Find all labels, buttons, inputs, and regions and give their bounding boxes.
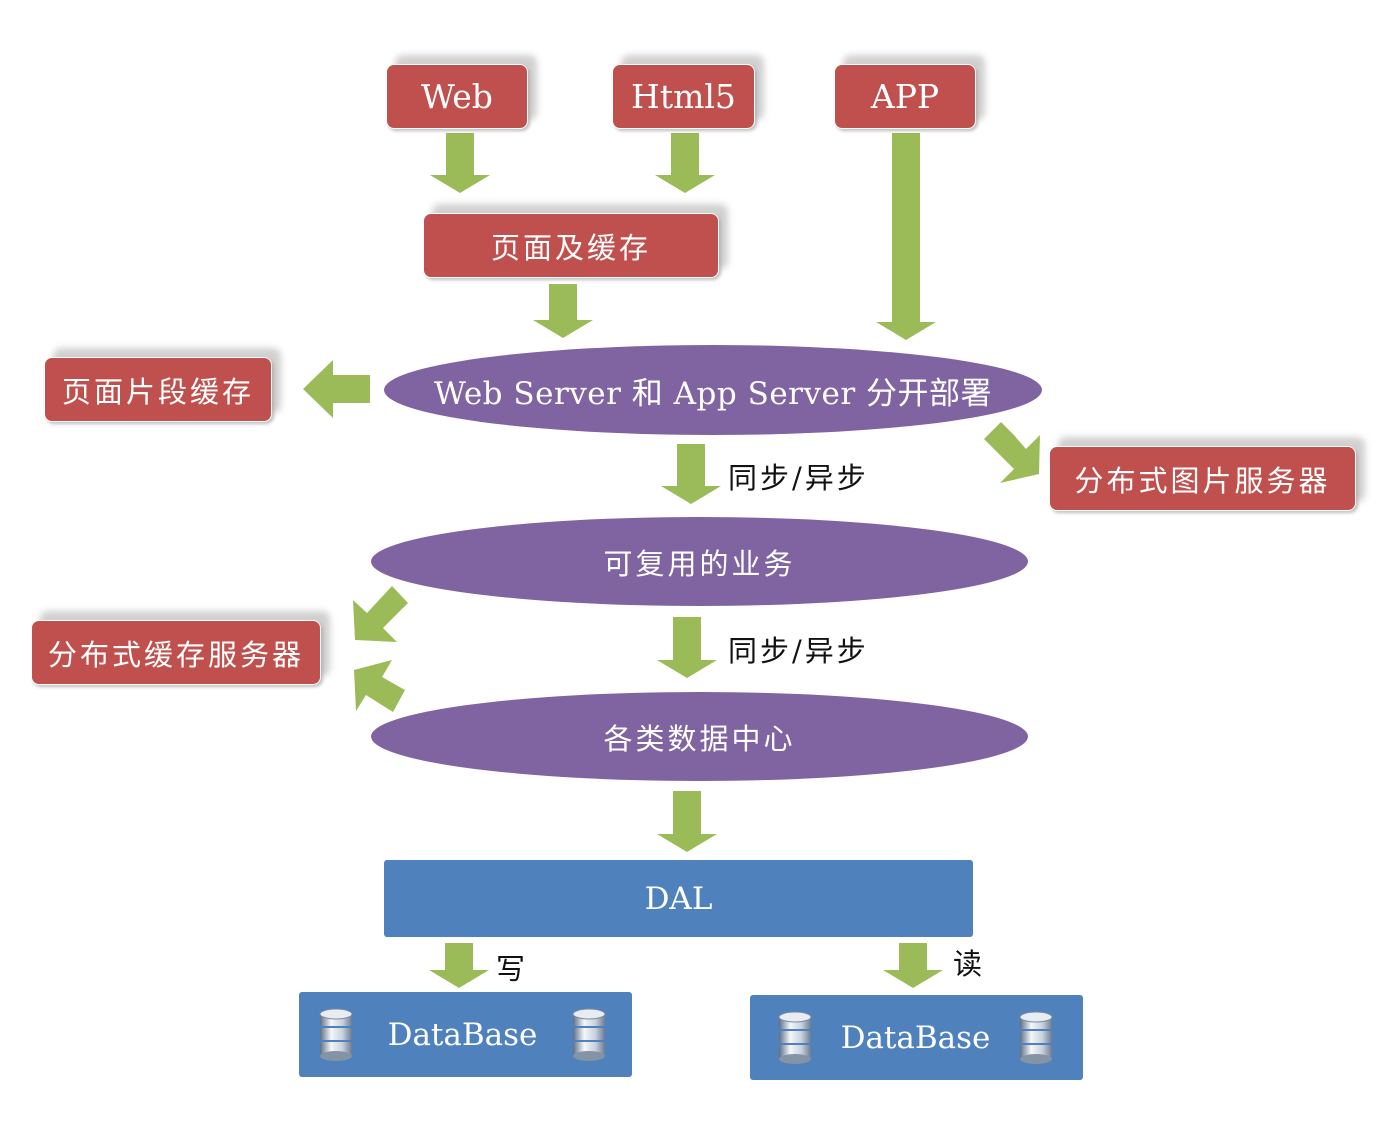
image-server-label: 分布式图片服务器 <box>1074 463 1331 498</box>
business-node: 可复用的业务 <box>371 517 1028 606</box>
cache-server-label: 分布式缓存服务器 <box>47 637 304 672</box>
arrow-server-to-business <box>661 444 721 504</box>
fragment-cache-node: 页面片段缓存 <box>44 357 272 422</box>
database-icon <box>1019 1011 1053 1064</box>
database-icon <box>778 1011 812 1064</box>
database-icon <box>319 1008 353 1061</box>
arrow-app-to-server <box>876 133 936 340</box>
db-write-node: DataBase <box>299 992 632 1077</box>
sync-label-2: 同步/异步 <box>728 634 869 668</box>
arrow-dal-to-db-read <box>883 943 943 988</box>
arrow-business-to-data-center <box>657 617 717 678</box>
business-label: 可复用的业务 <box>603 546 796 581</box>
image-server-node: 分布式图片服务器 <box>1049 446 1356 511</box>
app-node: APP <box>834 64 976 129</box>
sync-label-1: 同步/异步 <box>728 461 869 495</box>
data-center-label: 各类数据中心 <box>603 721 796 756</box>
write-label: 写 <box>496 952 526 986</box>
dal-node: DAL <box>384 860 973 937</box>
read-label: 读 <box>953 947 983 981</box>
db-read-node: DataBase <box>750 995 1083 1080</box>
server-node: Web Server 和 App Server 分开部署 <box>384 345 1042 435</box>
web-node: Web <box>386 64 528 129</box>
arrow-business-to-cache-server <box>353 586 408 642</box>
db-write-label: DataBase <box>387 1016 538 1053</box>
server-label: Web Server 和 App Server 分开部署 <box>433 375 993 412</box>
arrow-web-to-page-cache <box>430 133 490 193</box>
arrow-data-center-to-dal <box>657 791 717 852</box>
arrow-dal-to-db-write <box>429 943 489 988</box>
database-icon <box>572 1008 606 1061</box>
dal-label: DAL <box>644 880 713 917</box>
arrow-html5-to-page-cache <box>655 133 715 193</box>
html5-label: Html5 <box>631 77 736 116</box>
db-read-label: DataBase <box>840 1019 991 1056</box>
arrow-page-cache-to-server <box>533 284 593 338</box>
arrow-data-center-to-cache-server <box>354 660 405 712</box>
page-cache-label: 页面及缓存 <box>490 230 651 265</box>
arrow-server-to-fragment-cache <box>303 360 370 418</box>
cache-server-node: 分布式缓存服务器 <box>31 620 321 685</box>
html5-node: Html5 <box>612 64 755 129</box>
data-center-node: 各类数据中心 <box>371 692 1028 781</box>
fragment-cache-label: 页面片段缓存 <box>61 374 254 409</box>
page-cache-node: 页面及缓存 <box>423 213 719 278</box>
arrow-server-to-image-server <box>984 422 1040 483</box>
web-label: Web <box>421 77 493 116</box>
app-label: APP <box>870 77 940 116</box>
